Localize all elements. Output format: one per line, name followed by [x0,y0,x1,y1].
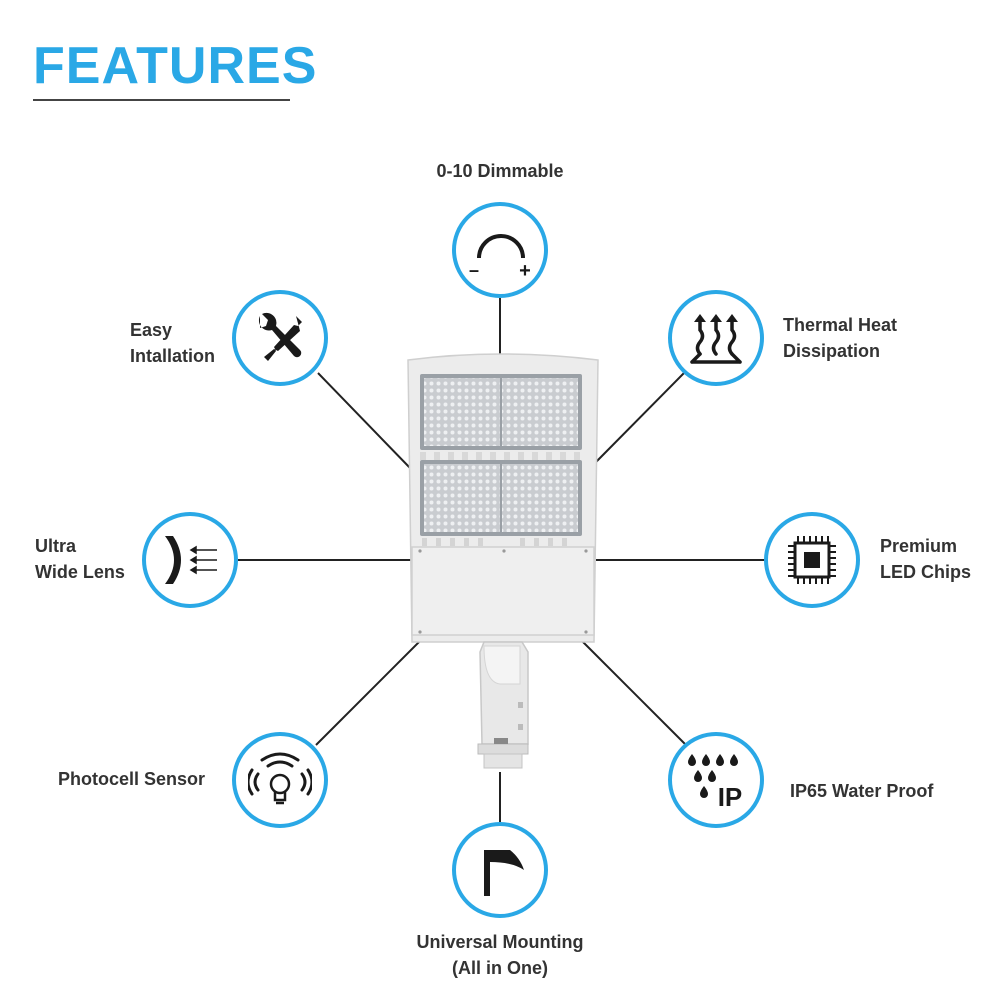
chips-line2: LED Chips [880,562,972,582]
dimmer-minus-text: – [469,260,479,280]
lens-line2: Wide Lens [35,562,125,582]
thermal-badge [668,290,764,386]
photocell-sensor-icon [248,752,312,805]
label-dimmable: 0-10 Dimmable [400,158,600,184]
label-easy-installation: Easy Intallation [130,317,215,369]
led-chips-badge [764,512,860,608]
thermal-line2: Dissipation [783,341,881,361]
thermal-line1: Thermal Heat [783,315,898,335]
mounting-line1: Universal Mounting [416,932,584,952]
dimmer-plus-text: + [519,260,531,280]
label-waterproof: IP65 Water Proof [790,778,933,804]
title-underline [33,99,290,101]
waterproof-badge: IP [668,732,764,828]
mounting-arm-icon [484,850,524,896]
ip-badge-text: IP [718,782,743,810]
wide-lens-badge [142,512,238,608]
easy-installation-badge [232,290,328,386]
chips-line1: Premium [880,536,958,556]
easy-line2: Intallation [130,346,215,366]
label-photocell: Photocell Sensor [58,766,205,792]
label-mounting: Universal Mounting (All in One) [380,929,620,981]
easy-line1: Easy [130,320,173,340]
label-wide-lens: Ultra Wide Lens [35,533,125,585]
photocell-badge [232,732,328,828]
wrench-screwdriver-icon [258,312,302,361]
mounting-line2: (All in One) [452,958,548,978]
led-shoebox-light-image [407,353,599,769]
label-led-chips: Premium LED Chips [880,533,971,585]
waterproof-text: IP65 Water Proof [790,781,934,801]
lens-line1: Ultra [35,536,77,556]
label-thermal: Thermal Heat Dissipation [783,312,897,364]
photocell-text: Photocell Sensor [58,769,206,789]
page-title: FEATURES [33,37,318,95]
dimmable-text: 0-10 Dimmable [436,161,564,181]
led-chip-icon [788,536,836,584]
water-drops-ip-icon: IP [688,754,743,810]
dimmer-arc-icon: – + [469,234,531,280]
dimmable-badge: – + [452,202,548,298]
heat-dissipation-icon [690,314,742,364]
wide-lens-icon [165,536,217,584]
mounting-badge [452,822,548,918]
